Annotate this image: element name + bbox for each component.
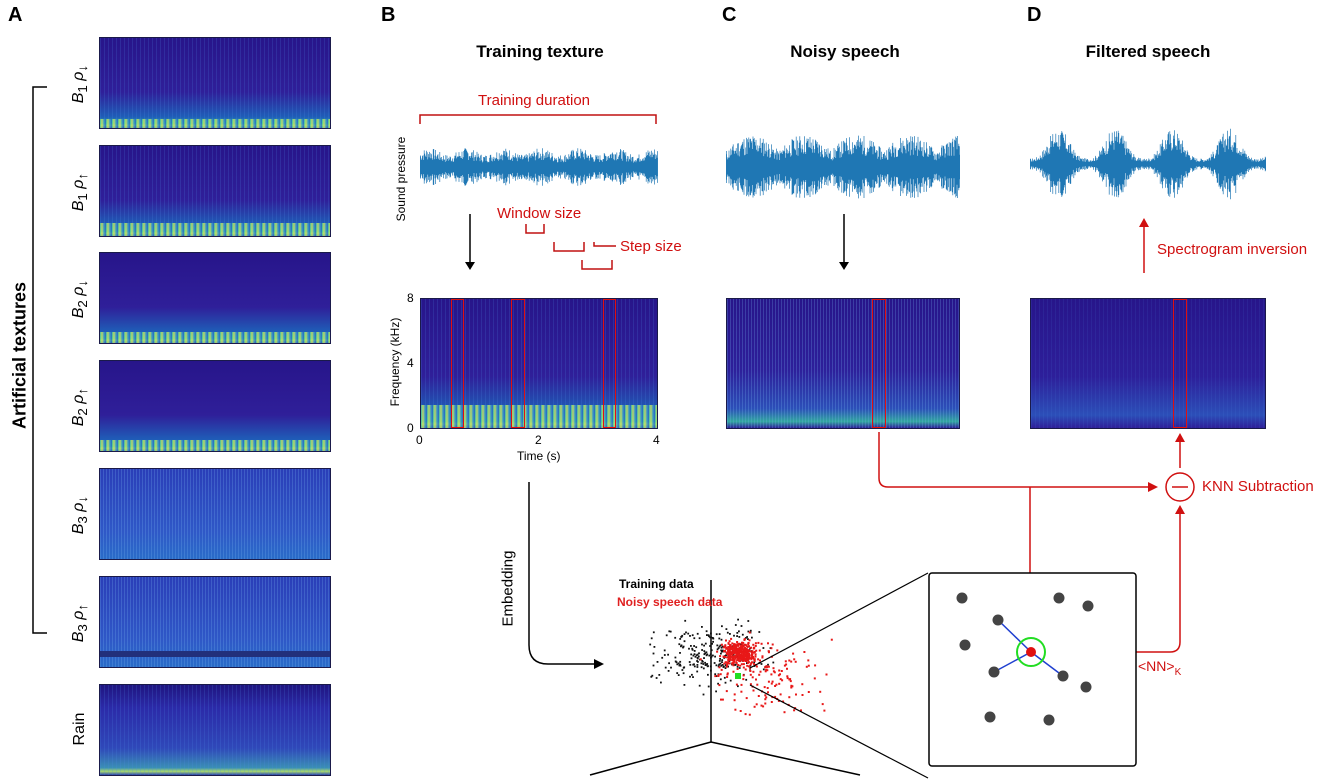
embedding-scatter (589, 572, 929, 779)
x-tick-4: 4 (653, 433, 660, 447)
waveform-training (420, 148, 658, 186)
y-tick-4: 4 (407, 356, 414, 370)
spectrogram-b1-rho-up (99, 145, 331, 237)
embedding-arrow (528, 482, 604, 669)
arrow-up-spectrogram-inversion (1139, 218, 1149, 273)
label-window-size: Window size (497, 205, 582, 222)
legend-noisy-speech-data: Noisy speech data (617, 595, 723, 609)
waveform-noisy (726, 135, 960, 199)
label-training-duration: Training duration (478, 92, 591, 109)
label-spectrogram-inversion: Spectrogram inversion (1157, 241, 1308, 258)
x-tick-2: 2 (535, 433, 542, 447)
spectrogram-b2-rho-down (99, 252, 331, 344)
label-nn-k: <NN>K (1138, 658, 1182, 678)
group-bracket (32, 86, 47, 634)
spectrogram-filtered-speech (1030, 298, 1266, 429)
panel-letter-a: A (8, 4, 23, 26)
legend-training-data: Training data (619, 577, 694, 591)
window-box (511, 299, 525, 428)
arrow-down-c (839, 214, 849, 270)
window-box (451, 299, 464, 428)
window-box (1173, 299, 1187, 428)
spectrogram-b1-rho-down (99, 37, 331, 129)
spectrogram-training (420, 298, 658, 429)
y-tick-8: 8 (407, 291, 414, 305)
knn-zoom-box (928, 572, 1137, 767)
training-duration-bracket (419, 114, 657, 124)
label-knn-subtraction: KNN Subtraction (1202, 478, 1314, 495)
panel-letter-d: D (1027, 4, 1042, 26)
x-axis-label: Time (s) (517, 449, 561, 463)
spectrogram-b3-rho-up (99, 576, 331, 668)
label-step-size: Step size (620, 238, 682, 255)
title-filtered-speech: Filtered speech (1085, 42, 1211, 61)
waveform-filtered (1030, 128, 1266, 200)
panel-letter-b: B (381, 4, 396, 26)
window-step-brackets (525, 224, 616, 270)
title-noisy-speech: Noisy speech (790, 42, 900, 61)
panel-letter-c: C (722, 4, 737, 26)
arrow-down-b (465, 214, 475, 270)
y-tick-0: 0 (407, 421, 414, 435)
window-box (872, 299, 886, 428)
spectrogram-rain (99, 684, 331, 776)
x-tick-0: 0 (416, 433, 423, 447)
panel-a: Artificial textures B1 ρ↓ B1 ρ↑ B2 ρ↓ B2… (0, 0, 360, 784)
title-training-texture: Training texture (476, 42, 604, 61)
spectrogram-b3-rho-down (99, 468, 331, 560)
window-box (603, 299, 616, 428)
spectrogram-b2-rho-up (99, 360, 331, 452)
spectrogram-noisy-speech (726, 298, 960, 429)
